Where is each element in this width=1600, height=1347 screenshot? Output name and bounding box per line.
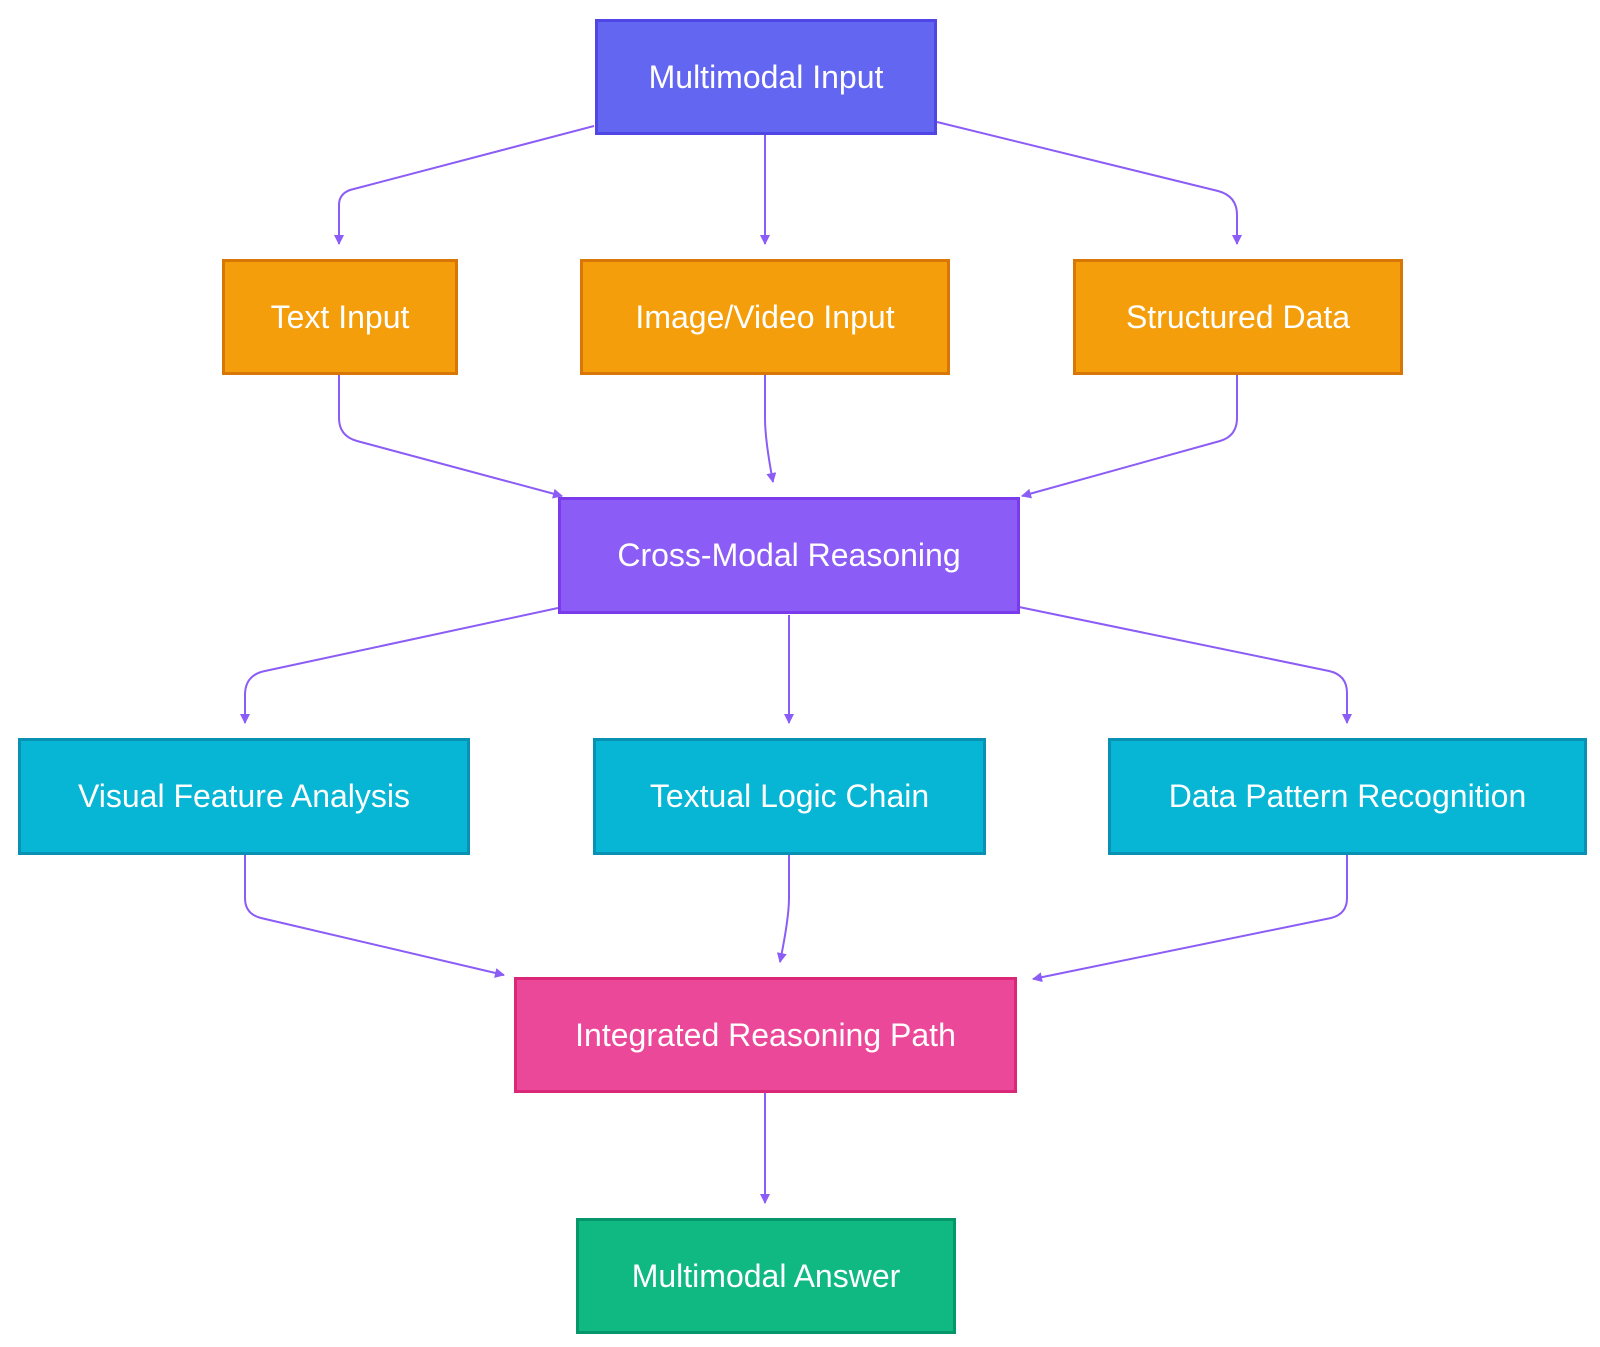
edge-multimodal-input-to-text-input bbox=[334, 125, 595, 245]
node-cross-modal-reasoning: Cross-Modal Reasoning bbox=[558, 497, 1020, 614]
node-multimodal-input-label: Multimodal Input bbox=[648, 58, 884, 95]
node-text-input-label: Text Input bbox=[270, 298, 410, 335]
edge-multimodal-input-to-structured-data bbox=[936, 121, 1242, 245]
node-cross-modal-reasoning-label: Cross-Modal Reasoning bbox=[617, 537, 961, 573]
edge-textual-logic-chain-to-integrated-reasoning-path bbox=[776, 855, 790, 963]
edge-cross-modal-reasoning-to-data-pattern-recognition bbox=[1018, 606, 1352, 724]
node-integrated-reasoning-path: Integrated Reasoning Path bbox=[514, 977, 1017, 1093]
edge-text-input-to-cross-modal-reasoning bbox=[338, 375, 563, 499]
node-multimodal-answer: Multimodal Answer bbox=[576, 1218, 956, 1334]
node-integrated-reasoning-path-label: Integrated Reasoning Path bbox=[575, 1016, 956, 1053]
node-image-video-input-label: Image/Video Input bbox=[635, 298, 895, 335]
node-visual-feature-analysis: Visual Feature Analysis bbox=[18, 738, 470, 855]
node-textual-logic-chain-label: Textual Logic Chain bbox=[649, 778, 930, 814]
edge-cross-modal-reasoning-to-visual-feature-analysis bbox=[240, 607, 559, 724]
node-data-pattern-recognition-label: Data Pattern Recognition bbox=[1168, 778, 1527, 814]
node-multimodal-input: Multimodal Input bbox=[595, 19, 937, 135]
node-image-video-input: Image/Video Input bbox=[580, 259, 950, 375]
node-textual-logic-chain: Textual Logic Chain bbox=[593, 738, 986, 855]
node-text-input: Text Input bbox=[222, 259, 458, 375]
edge-image-video-input-to-cross-modal-reasoning bbox=[764, 375, 777, 483]
node-structured-data-label: Structured Data bbox=[1125, 298, 1351, 335]
edge-visual-feature-analysis-to-integrated-reasoning-path bbox=[244, 855, 505, 978]
node-multimodal-answer-label: Multimodal Answer bbox=[631, 1257, 901, 1294]
edge-structured-data-to-cross-modal-reasoning bbox=[1021, 375, 1238, 499]
edge-data-pattern-recognition-to-integrated-reasoning-path bbox=[1032, 855, 1348, 983]
node-data-pattern-recognition: Data Pattern Recognition bbox=[1108, 738, 1587, 855]
node-structured-data: Structured Data bbox=[1073, 259, 1403, 375]
node-visual-feature-analysis-label: Visual Feature Analysis bbox=[77, 778, 411, 814]
